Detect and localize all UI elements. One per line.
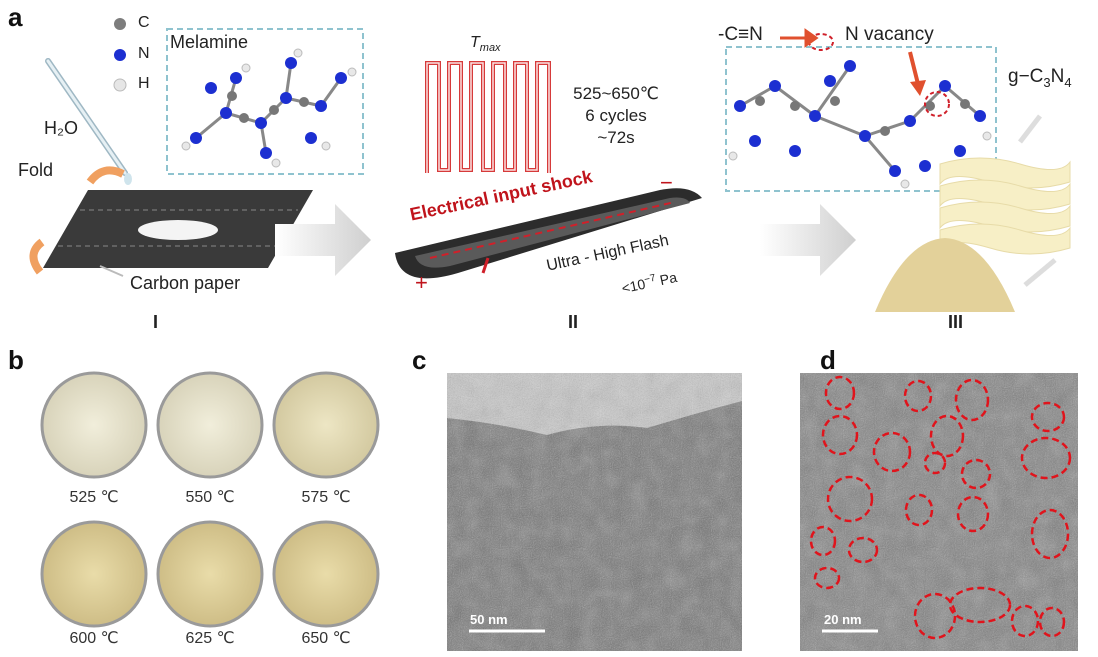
cyano-label: -C≡N xyxy=(718,24,763,45)
carbon-paper-label: Carbon paper xyxy=(130,273,241,293)
scale-bar-c: 50 nm xyxy=(470,612,508,627)
gcn-structure-box xyxy=(725,33,997,192)
nitrogen-atom-icon xyxy=(114,49,126,61)
condition-cycles: 6 cycles xyxy=(585,106,647,125)
process-arrow-icon-1 xyxy=(275,204,371,276)
dish-650 xyxy=(272,520,380,628)
step-1: I xyxy=(153,312,159,332)
carbon-boat xyxy=(395,188,702,279)
dish-label-625: 625 ℃ xyxy=(185,630,235,647)
panel-letter-a: a xyxy=(8,2,23,32)
panel-letter-c: c xyxy=(412,345,427,375)
dish-label-575: 575 ℃ xyxy=(301,489,351,506)
vacancy-label: N vacancy xyxy=(845,24,934,45)
panel-letter-b: b xyxy=(8,345,24,375)
product-label: g−C3N4 xyxy=(1008,66,1072,90)
tmax-label: Tmax xyxy=(470,34,501,55)
panel-letter-d: d xyxy=(820,345,836,375)
legend-h: H xyxy=(138,75,150,92)
tem-image-d xyxy=(800,373,1078,651)
dish-label-525: 525 ℃ xyxy=(69,489,119,506)
dish-label-600: 600 ℃ xyxy=(69,630,119,647)
dish-625 xyxy=(156,520,264,628)
minus-terminal: − xyxy=(660,170,673,195)
pipette-icon xyxy=(45,58,132,185)
process-arrow-icon-2 xyxy=(760,204,856,276)
water-label: H₂O xyxy=(44,118,78,138)
legend-c: C xyxy=(138,14,150,31)
dish-575 xyxy=(272,371,380,479)
dish-525 xyxy=(40,371,148,479)
melamine-molecule-box xyxy=(166,28,364,175)
fold-arrow-icon-2 xyxy=(29,238,45,275)
fold-arrow-icon xyxy=(86,166,125,185)
dish-550 xyxy=(156,371,264,479)
hydrogen-atom-icon xyxy=(113,78,127,92)
melamine-label: Melamine xyxy=(170,32,249,52)
fold-label: Fold xyxy=(18,160,54,180)
dish-600 xyxy=(40,520,148,628)
atom-legend xyxy=(113,18,127,92)
cyano-arrow-icon xyxy=(780,28,819,48)
condition-time: ~72s xyxy=(597,128,635,147)
step-3: III xyxy=(948,312,964,332)
dish-label-550: 550 ℃ xyxy=(185,489,235,506)
scale-bar-d: 20 nm xyxy=(824,612,862,627)
step-2: II xyxy=(568,312,579,332)
carbon-atom-icon xyxy=(114,18,126,30)
powder-and-sheets xyxy=(875,114,1071,312)
dish-label-650: 650 ℃ xyxy=(301,630,351,647)
vacancy-arrow-icon xyxy=(908,51,926,96)
legend-n: N xyxy=(138,45,150,62)
tem-image-c xyxy=(447,373,742,651)
plus-terminal: + xyxy=(415,270,428,295)
conditions: 525~650℃ 6 cycles ~72s xyxy=(566,83,666,149)
condition-temperature: 525~650℃ xyxy=(573,84,659,103)
petri-dishes xyxy=(40,371,380,628)
carbon-paper xyxy=(29,166,313,277)
temperature-pulse-waveform xyxy=(425,61,551,173)
